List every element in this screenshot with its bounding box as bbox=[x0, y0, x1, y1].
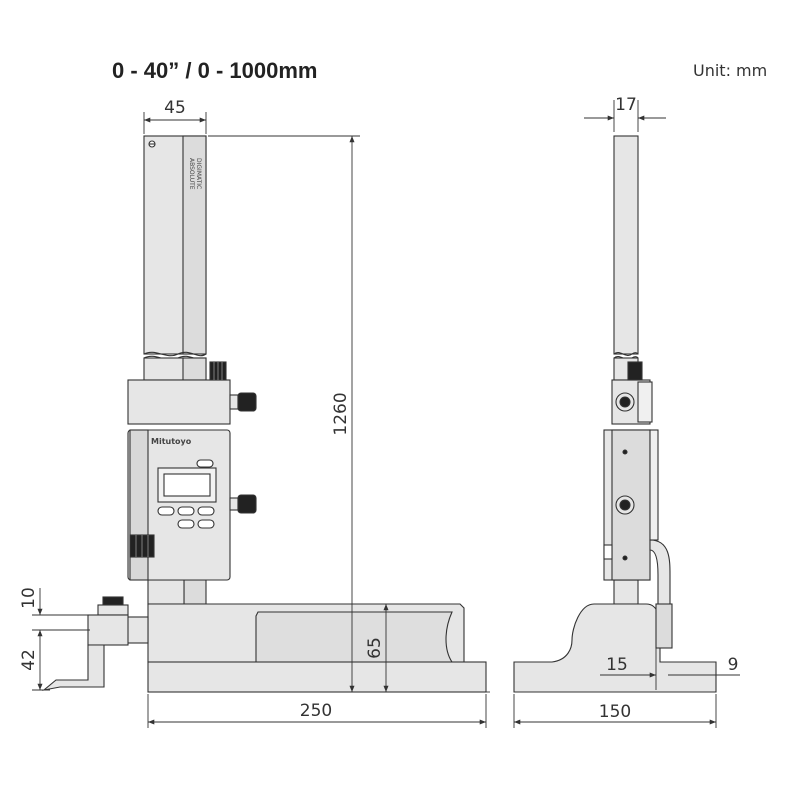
front-base bbox=[147, 603, 487, 693]
fine-feed-block bbox=[127, 361, 257, 425]
page-title: 0 - 40” / 0 - 1000mm bbox=[112, 58, 318, 83]
side-column bbox=[613, 135, 639, 605]
scriber-holder bbox=[42, 596, 149, 691]
side-dimensions bbox=[513, 100, 740, 728]
side-view bbox=[513, 135, 717, 693]
origin-button[interactable] bbox=[196, 459, 214, 468]
function-button-2[interactable] bbox=[177, 506, 195, 516]
dim-scriber-offset: 10 bbox=[19, 587, 39, 609]
column bbox=[143, 135, 207, 605]
dim-base-width: 150 bbox=[599, 702, 631, 722]
dim-foot-offset: 15 bbox=[606, 655, 628, 675]
dim-base-length: 250 bbox=[300, 701, 332, 721]
digital-display-unit: Mitutoyo bbox=[127, 429, 257, 581]
clamp-knob[interactable] bbox=[237, 494, 257, 514]
dim-column-thickness: 17 bbox=[615, 95, 637, 115]
dim-scriber-height: 42 bbox=[19, 649, 39, 671]
front-view: ABSOLUTE DIGIMATIC Mitutoyo bbox=[42, 135, 487, 693]
side-fine-feed-block bbox=[611, 361, 653, 425]
function-button-3[interactable] bbox=[197, 506, 215, 516]
scale-text-absolute: ABSOLUTE bbox=[188, 158, 195, 190]
function-button-1[interactable] bbox=[157, 506, 175, 516]
function-button-4[interactable] bbox=[177, 519, 195, 529]
side-digital-unit bbox=[603, 429, 671, 641]
function-button-5[interactable] bbox=[197, 519, 215, 529]
side-base bbox=[513, 603, 717, 693]
dim-total-height: 1260 bbox=[331, 392, 351, 435]
front-dimensions bbox=[32, 112, 490, 728]
unit-label: Unit: mm bbox=[693, 61, 768, 80]
brand-logo: Mitutoyo bbox=[151, 437, 192, 446]
dim-base-height: 65 bbox=[365, 637, 385, 659]
dim-scriber-tip: 9 bbox=[728, 655, 739, 675]
scale-text-digimatic: DIGIMATIC bbox=[195, 158, 202, 189]
dim-column-width: 45 bbox=[164, 98, 186, 118]
